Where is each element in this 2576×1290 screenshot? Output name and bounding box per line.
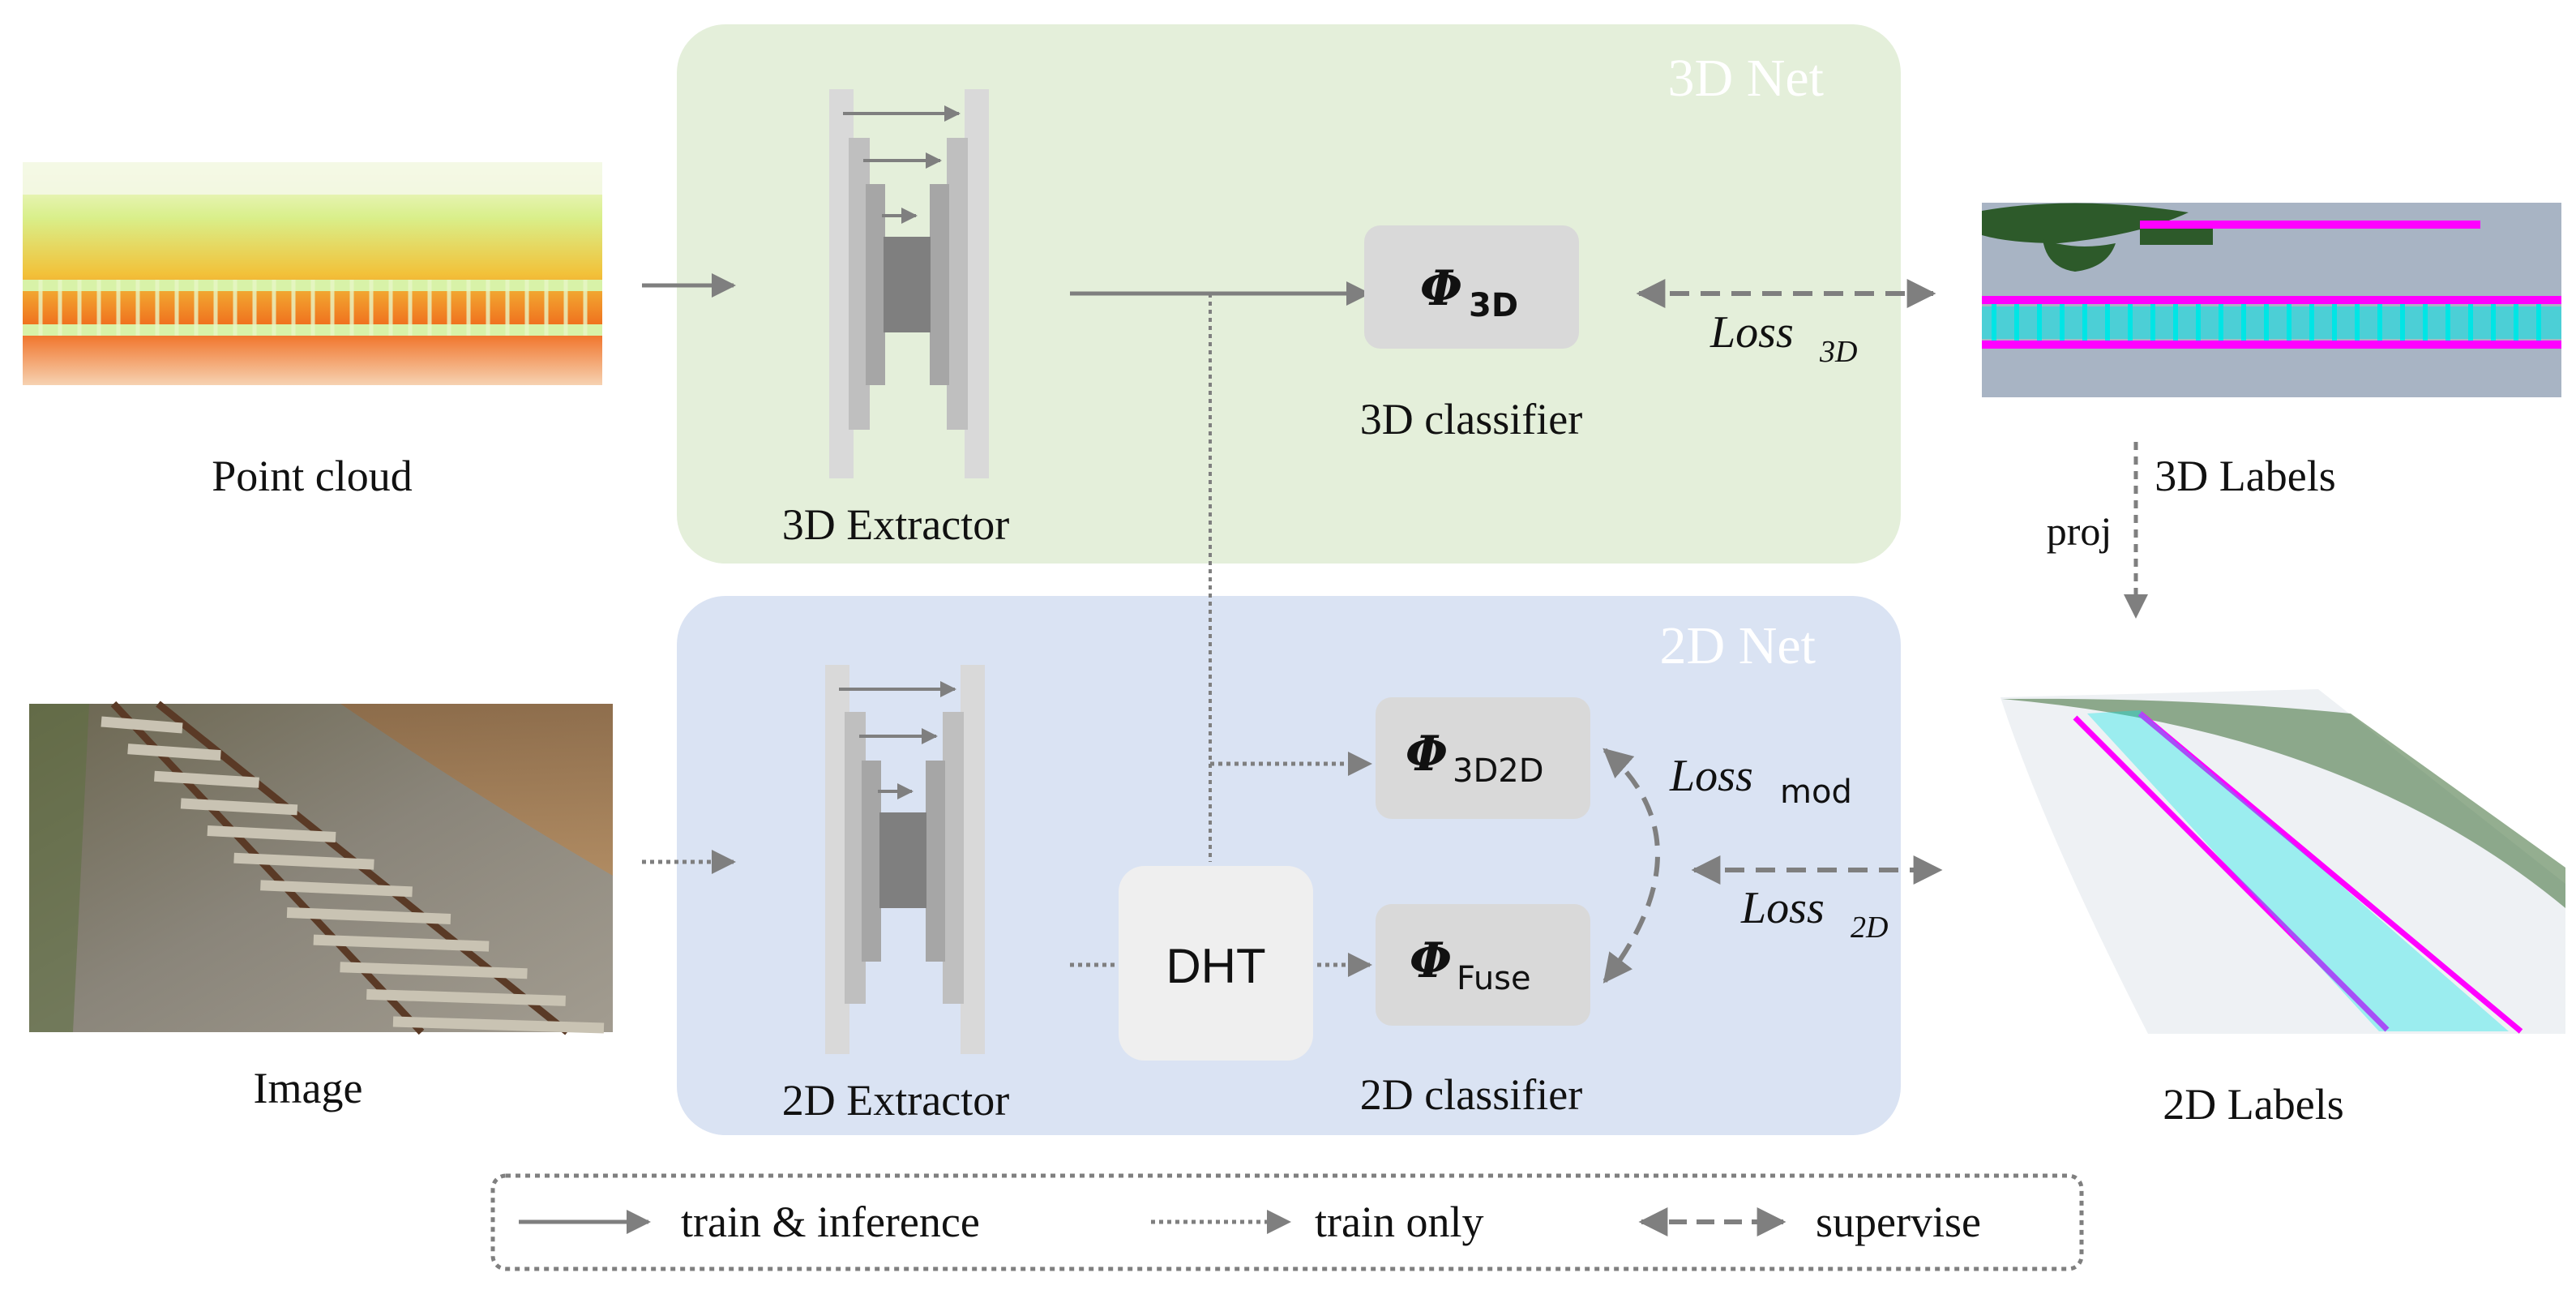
legend-box — [490, 1173, 2084, 1271]
railway-image — [29, 701, 613, 1035]
phi-fuse-box — [1376, 904, 1590, 1026]
railway-sleeper — [340, 962, 528, 979]
labels-3d-image — [1982, 203, 2561, 397]
loss-mod-subscript: mod — [1780, 774, 1852, 811]
legend-dotted-label: train only — [1315, 1198, 1483, 1246]
railway-sleeper — [366, 988, 566, 1006]
phi-3d2d-subscript: 3D2D — [1453, 752, 1544, 790]
loss-3d-label: Loss — [1709, 307, 1794, 358]
railway-sleeper — [233, 852, 374, 870]
loss-2d-subscript: 2D — [1851, 911, 1888, 945]
loss-2d-label: Loss — [1740, 883, 1825, 933]
classifier-2d-caption: 2D classifier — [1360, 1070, 1582, 1119]
proj-label: proj — [2047, 508, 2112, 554]
labels-3d-caption: 3D Labels — [2155, 452, 2335, 500]
loss-mod-label: Loss — [1669, 751, 1753, 801]
classifier-3d-caption: 3D classifier — [1360, 395, 1582, 444]
railway-sleeper — [392, 1016, 605, 1034]
railway-sleeper — [154, 770, 259, 788]
extractor-2d-block — [825, 665, 985, 1054]
railway-sleeper — [127, 744, 221, 761]
phi-fuse-label: Φ — [1410, 932, 1452, 989]
loss-3d-subscript: 3D — [1819, 335, 1857, 369]
extractor-3d-block — [829, 89, 989, 478]
lossmod-curved-dashed-arrow — [1603, 748, 1660, 984]
railway-sleeper — [180, 798, 298, 816]
railway-sleeper — [286, 906, 451, 924]
legend-dashed-label: supervise — [1816, 1198, 1981, 1246]
dht-box — [1119, 866, 1313, 1061]
labels-2d-image — [2000, 689, 2565, 1034]
extractor-2d-caption: 2D Extractor — [782, 1076, 1009, 1125]
railway-sleeper — [313, 934, 490, 952]
net-3d-label: 3D Net — [1668, 49, 1824, 108]
phi-3d-box — [1364, 225, 1579, 349]
railway-sleeper — [101, 716, 183, 734]
legend-solid-label: train & inference — [681, 1198, 980, 1246]
point-cloud-image — [23, 162, 602, 385]
railway-sleeper — [207, 825, 336, 843]
dht-label: DHT — [1166, 939, 1265, 993]
phi-3d2d-label: Φ — [1406, 726, 1448, 782]
extractor-3d-caption: 3D Extractor — [782, 500, 1009, 549]
railway-sleeper — [260, 880, 413, 898]
phi-fuse-subscript: Fuse — [1457, 960, 1531, 997]
image-caption: Image — [254, 1064, 363, 1112]
point-cloud-caption: Point cloud — [212, 452, 413, 500]
phi-3d2d-box — [1376, 697, 1590, 819]
labels-2d-caption: 2D Labels — [2163, 1080, 2343, 1129]
net-2d-label: 2D Net — [1660, 616, 1816, 675]
phi-3d-subscript: 3D — [1469, 287, 1518, 324]
phi-3d-label: Φ — [1420, 260, 1462, 317]
